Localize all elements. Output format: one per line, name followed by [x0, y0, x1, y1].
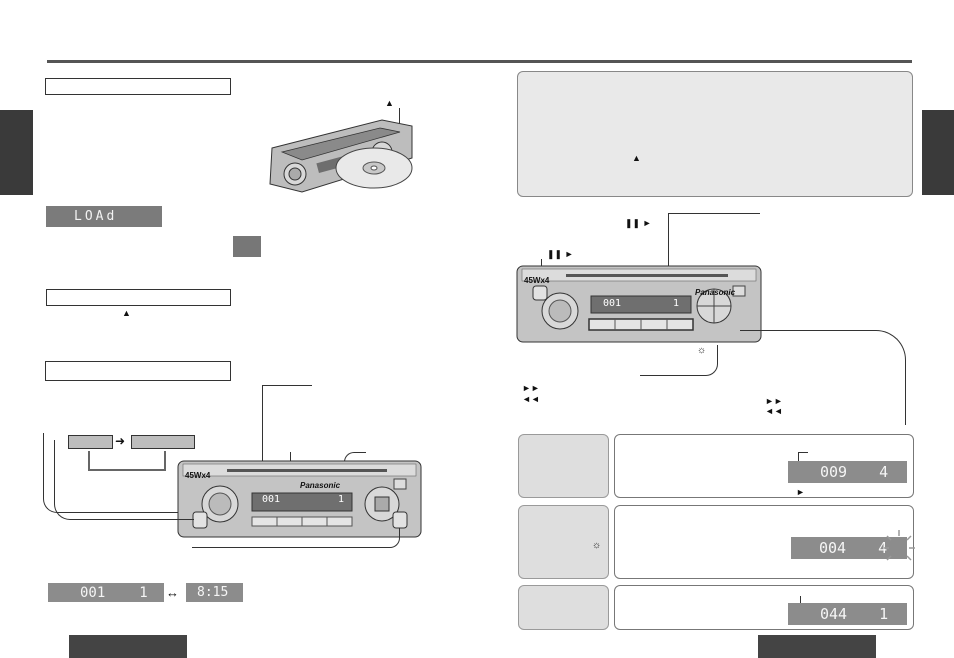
- next-icon-left: ►►: [522, 383, 540, 393]
- eject-icon-small: ▲: [122, 308, 131, 318]
- section-heading-box-1: [45, 78, 231, 95]
- brand-label-right: Panasonic: [695, 288, 736, 297]
- leader-line-right-top-v: [668, 213, 669, 313]
- leader-line-mode: [740, 330, 906, 425]
- leader-line-disp-button: [54, 440, 194, 520]
- random-display-track: 044: [820, 605, 848, 623]
- stereo-unit-left: [177, 460, 422, 538]
- play-icon: ►: [796, 487, 805, 497]
- header-rule: [47, 60, 912, 63]
- track-display-bottom: 001 1: [48, 583, 164, 602]
- repeat-display-track: 004: [819, 539, 847, 557]
- section-heading-box-2: [46, 289, 231, 306]
- random-display: 044 1: [788, 603, 907, 625]
- repeat-display: 004 4: [791, 537, 907, 559]
- track-display-bottom-track: 001: [80, 584, 106, 601]
- prev-icon-right: ◄◄: [765, 406, 783, 416]
- pause-play-icon-1: ❚❚ ►: [625, 218, 652, 228]
- scan-display: 009 4: [788, 461, 907, 483]
- notice-box: [517, 71, 913, 197]
- random-display-num: 1: [879, 605, 889, 623]
- right-chapter-tab: [922, 110, 954, 195]
- scan-display-num: 4: [879, 463, 889, 481]
- leader-line-right-top: [668, 213, 760, 214]
- left-chapter-tab: [0, 110, 33, 195]
- left-footer-bar: [69, 635, 187, 658]
- scan-leader: [798, 452, 808, 464]
- flow-return-loop: [88, 451, 166, 471]
- flow-arrow-icon: ➜: [115, 434, 126, 448]
- faceplate-open-illustration: [269, 119, 413, 193]
- repeat-sun-icon: ☼: [592, 540, 602, 551]
- repeat-display-num: 4: [878, 539, 888, 557]
- mode-box-scan: [518, 434, 609, 498]
- next-icon-right: ►►: [765, 396, 783, 406]
- eject-icon: ▲: [385, 98, 394, 108]
- pause-play-icon-2: ❚❚ ►: [547, 249, 574, 259]
- stereo-unit-right: [516, 265, 762, 343]
- swap-icon: ↔: [166, 585, 179, 600]
- blink-rays-icon: [884, 530, 915, 561]
- prev-icon-left: ◄◄: [522, 394, 540, 404]
- note-badge: [233, 236, 261, 257]
- load-display: LOAd: [46, 206, 162, 227]
- watt-label-left: 45Wx4: [185, 471, 211, 480]
- scan-display-track: 009: [820, 463, 848, 481]
- leader-line-bottom: [192, 528, 400, 548]
- stereo-left-track: 001: [262, 494, 281, 505]
- watt-label-right: 45Wx4: [524, 276, 550, 285]
- stereo-right-number: 1: [673, 298, 680, 309]
- clock-display: 8:15: [186, 583, 243, 602]
- stereo-left-number: 1: [338, 494, 345, 505]
- leader-line-display: [262, 385, 312, 386]
- mode-box-repeat: [518, 505, 609, 579]
- track-display-bottom-num: 1: [139, 584, 148, 601]
- brand-label-left: Panasonic: [300, 481, 341, 490]
- flow-connector-line: [43, 433, 193, 513]
- leader-line-preset: [640, 345, 718, 376]
- random-leader: [800, 596, 801, 608]
- mode-box-random: [518, 585, 609, 630]
- section-heading-box-3: [45, 361, 231, 381]
- right-footer-bar: [758, 635, 876, 658]
- sun-icon: ☼: [697, 345, 707, 356]
- leader-line-display-v: [262, 385, 263, 495]
- stereo-right-track: 001: [603, 298, 622, 309]
- notice-eject-icon: ▲: [632, 153, 641, 163]
